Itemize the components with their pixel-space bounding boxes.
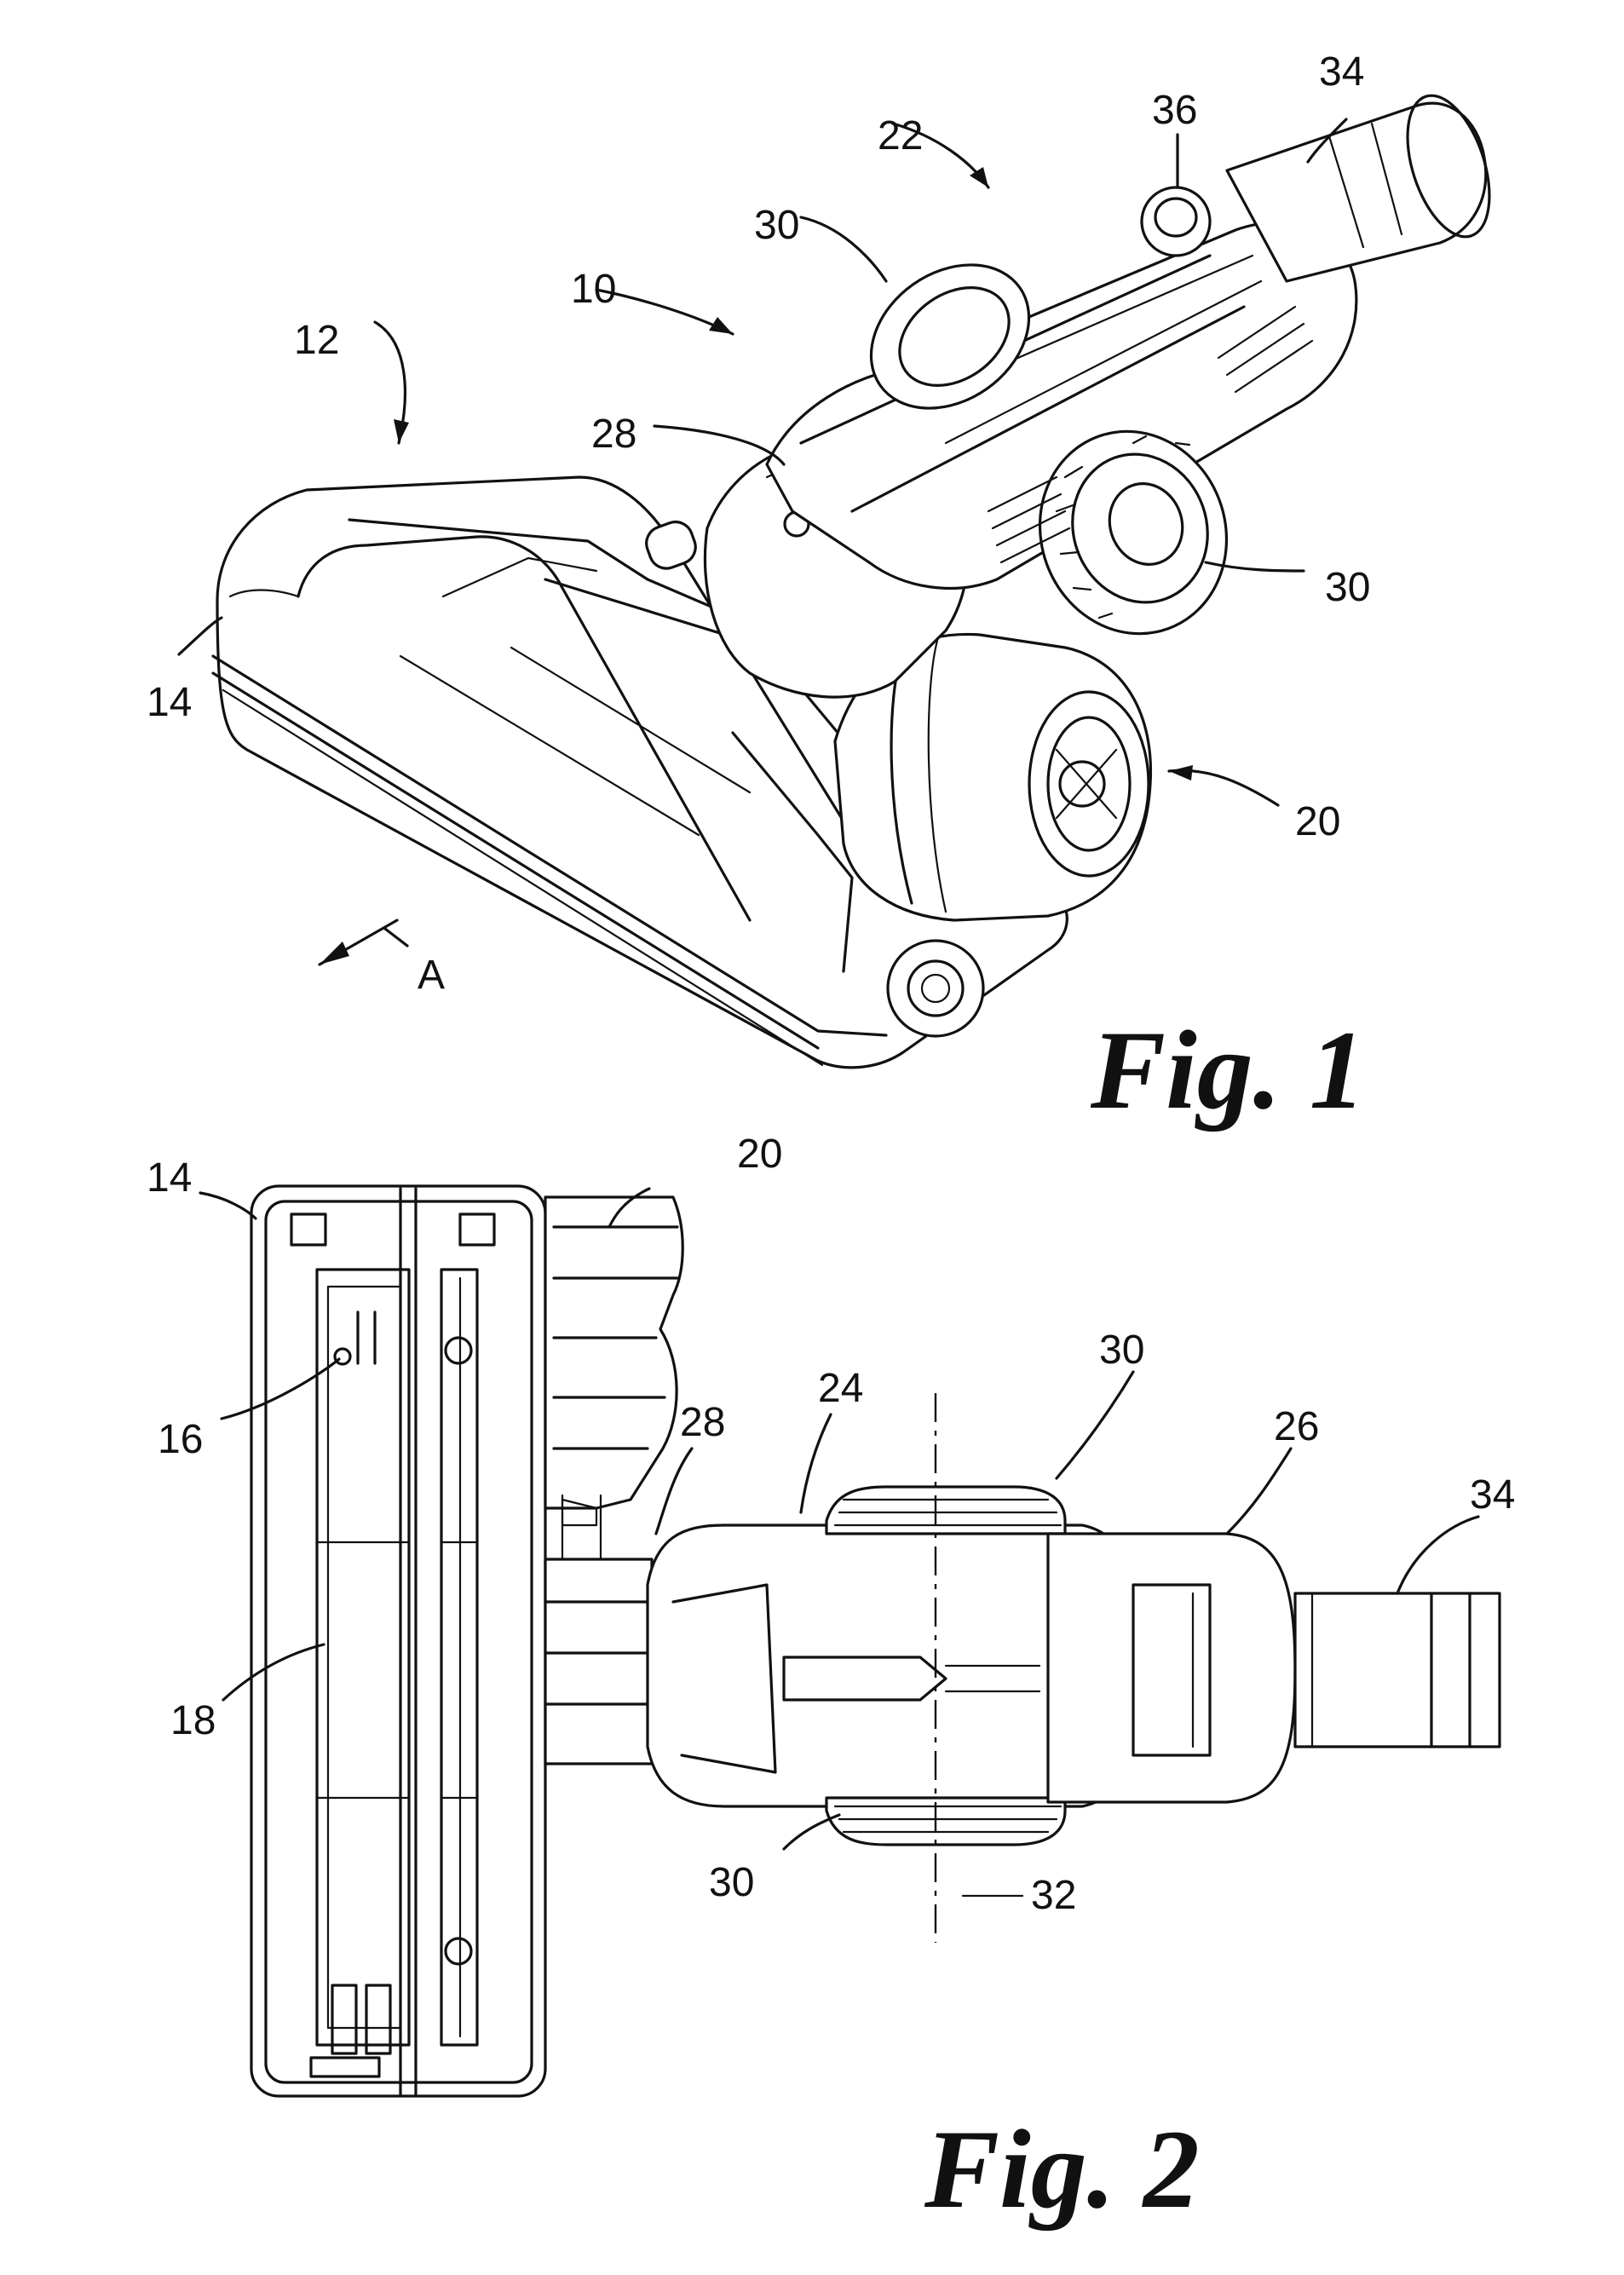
label-30-fig2-lower: 30 — [709, 1860, 754, 1905]
cleaner-head-plan-14 — [251, 1186, 545, 2096]
label-20: 20 — [1295, 799, 1340, 844]
figure-2: 14 20 16 18 28 24 30 26 34 30 32 Fig. 2 — [147, 1132, 1515, 2232]
label-a: A — [418, 953, 445, 998]
label-26: 26 — [1274, 1404, 1319, 1449]
label-30-upper: 30 — [754, 203, 799, 248]
figure-1: 22 30 36 34 10 12 28 30 14 20 A Fig. 1 — [147, 49, 1506, 1132]
label-18: 18 — [170, 1698, 216, 1743]
label-30-fig2-upper: 30 — [1099, 1328, 1144, 1373]
label-10: 10 — [571, 267, 616, 312]
label-12: 12 — [294, 318, 339, 363]
label-32: 32 — [1031, 1873, 1076, 1918]
label-22: 22 — [878, 113, 923, 158]
body-26 — [1048, 1534, 1500, 1802]
label-14: 14 — [147, 680, 192, 725]
label-30-right: 30 — [1325, 565, 1370, 610]
label-36: 36 — [1152, 88, 1197, 133]
label-34: 34 — [1319, 49, 1364, 95]
label-28: 28 — [591, 412, 636, 457]
figure-2-caption: Fig. 2 — [924, 2106, 1200, 2232]
label-34-fig2: 34 — [1470, 1472, 1515, 1518]
figure-1-caption: Fig. 1 — [1090, 1007, 1366, 1132]
direction-arrow-a — [320, 920, 407, 965]
label-28-fig2: 28 — [680, 1400, 725, 1445]
label-14-fig2: 14 — [147, 1155, 192, 1201]
label-20-fig2: 20 — [737, 1132, 782, 1177]
label-16: 16 — [158, 1417, 203, 1462]
label-24: 24 — [818, 1366, 863, 1411]
